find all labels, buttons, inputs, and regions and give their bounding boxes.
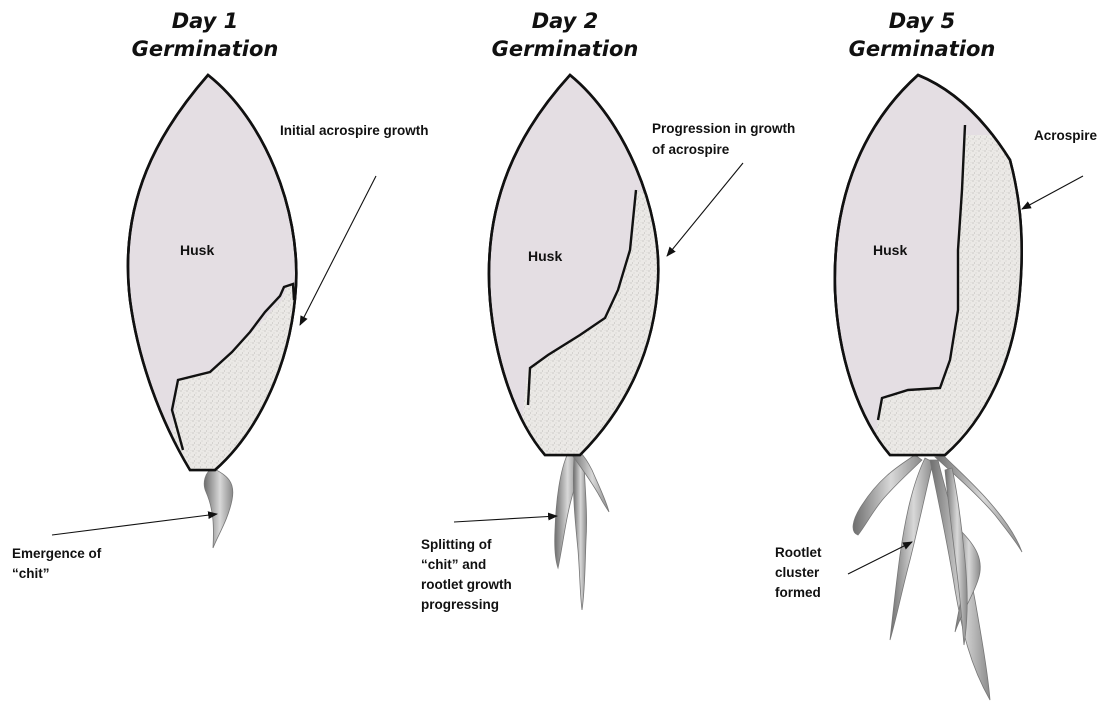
annotation-chit-emergence: Emergence of “chit” bbox=[12, 514, 217, 581]
stage-day-2: Day 2 Germination Husk Progression in gr… bbox=[421, 9, 795, 612]
husk-label: Husk bbox=[873, 242, 907, 258]
rootlet-chit bbox=[204, 468, 233, 548]
annotation-arrow bbox=[667, 163, 743, 256]
seed-day-1 bbox=[128, 75, 300, 480]
annotation-text: Splitting of bbox=[421, 537, 492, 552]
stage-title-germination: Germination bbox=[132, 37, 279, 61]
husk-label: Husk bbox=[180, 242, 214, 258]
annotation-acrospire-progression: Progression in growth of acrospire bbox=[652, 121, 795, 256]
rootlet-cluster bbox=[853, 455, 1022, 700]
annotation-text: of acrospire bbox=[652, 142, 730, 157]
stage-day-5: Day 5 Germination Husk Acrospire Rootlet bbox=[775, 9, 1098, 700]
stage-title-day: Day 2 bbox=[532, 9, 599, 33]
annotation-rootlet-cluster: Rootlet cluster formed bbox=[775, 542, 912, 600]
seed-day-5 bbox=[835, 75, 1030, 470]
rootlets-split bbox=[555, 452, 609, 610]
stage-title-day: Day 1 bbox=[172, 9, 239, 33]
husk-label: Husk bbox=[528, 248, 562, 264]
annotation-text: Rootlet bbox=[775, 545, 822, 560]
annotation-text: Initial acrospire growth bbox=[280, 123, 429, 138]
seed-day-2 bbox=[489, 75, 662, 470]
stage-title-day: Day 5 bbox=[889, 9, 956, 33]
stage-title-germination: Germination bbox=[492, 37, 639, 61]
annotation-text: rootlet growth bbox=[421, 577, 512, 592]
annotation-arrow bbox=[454, 516, 557, 522]
annotation-arrow bbox=[300, 176, 376, 325]
annotation-arrow bbox=[52, 514, 217, 535]
annotation-text: Acrospire bbox=[1034, 128, 1098, 143]
stage-day-1: Day 1 Germination Husk Initial acrospire… bbox=[12, 9, 429, 581]
annotation-arrow bbox=[1022, 176, 1083, 209]
annotation-text: progressing bbox=[421, 597, 499, 612]
annotation-initial-acrospire: Initial acrospire growth bbox=[280, 123, 429, 325]
annotation-text: “chit” and bbox=[421, 557, 486, 572]
annotation-chit-splitting: Splitting of “chit” and rootlet growth p… bbox=[421, 516, 557, 612]
annotation-text: cluster bbox=[775, 565, 820, 580]
stage-title-germination: Germination bbox=[849, 37, 996, 61]
annotation-text: “chit” bbox=[12, 566, 50, 581]
annotation-text: Emergence of bbox=[12, 546, 102, 561]
annotation-text: formed bbox=[775, 585, 821, 600]
annotation-text: Progression in growth bbox=[652, 121, 795, 136]
annotation-acrospire: Acrospire bbox=[1022, 128, 1098, 209]
